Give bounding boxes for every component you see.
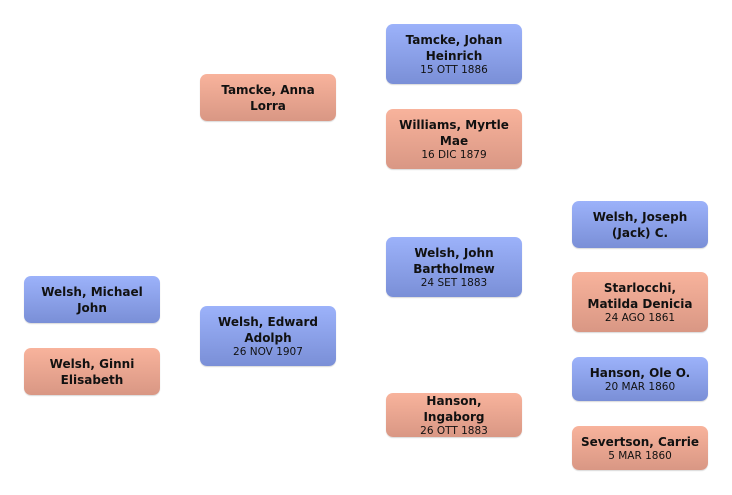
person-birth-date: 5 MAR 1860 bbox=[608, 449, 672, 462]
person-name: Welsh, Edward Adolph bbox=[218, 314, 318, 345]
person-birth-date: 26 OTT 1883 bbox=[420, 424, 488, 437]
person-name: Williams, Myrtle Mae bbox=[399, 117, 509, 148]
person-name: Welsh, John Bartholmew bbox=[413, 245, 495, 276]
person-birth-date: 24 SET 1883 bbox=[420, 276, 488, 289]
person-name: Hanson, Ingaborg bbox=[423, 393, 485, 424]
person-name: Severtson, Carrie bbox=[580, 434, 700, 449]
person-card-ole[interactable]: Hanson, Ole O.20 MAR 1860 bbox=[572, 357, 708, 401]
person-card-anna[interactable]: Tamcke, Anna Lorra bbox=[200, 74, 336, 121]
person-card-ginni[interactable]: Welsh, Ginni Elisabeth bbox=[24, 348, 160, 395]
person-name: Tamcke, Anna Lorra bbox=[221, 82, 315, 113]
person-birth-date: 16 DIC 1879 bbox=[421, 148, 487, 161]
person-birth-date: 15 OTT 1886 bbox=[420, 63, 488, 76]
person-card-joseph[interactable]: Welsh, Joseph (Jack) C. bbox=[572, 201, 708, 248]
person-name: Starlocchi, Matilda Denicia bbox=[587, 280, 693, 311]
person-name: Hanson, Ole O. bbox=[589, 365, 691, 380]
person-birth-date: 20 MAR 1860 bbox=[604, 380, 676, 393]
person-name: Tamcke, Johan Heinrich bbox=[405, 32, 503, 63]
person-name: Welsh, Ginni Elisabeth bbox=[49, 356, 135, 387]
person-name: Welsh, Joseph (Jack) C. bbox=[592, 209, 688, 240]
person-card-michael[interactable]: Welsh, Michael John bbox=[24, 276, 160, 323]
person-birth-date: 26 NOV 1907 bbox=[233, 345, 303, 358]
person-birth-date: 24 AGO 1861 bbox=[604, 311, 676, 324]
person-name: Welsh, Michael John bbox=[41, 284, 143, 315]
